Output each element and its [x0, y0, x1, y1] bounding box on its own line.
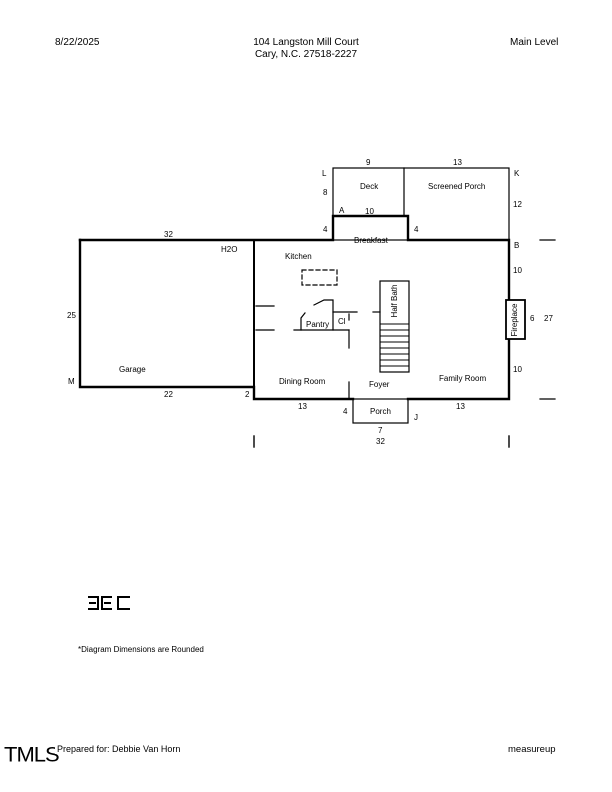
dim-overall-bottom: 32 [376, 437, 385, 446]
room-dining-room: Dining Room [279, 377, 326, 386]
room-porch: Porch [370, 407, 391, 416]
room-garage: Garage [119, 365, 146, 374]
address-line-2: Cary, N.C. 27518-2227 [254, 49, 358, 60]
room-closet: Cl [338, 317, 346, 326]
dim-right-total: 27 [544, 314, 553, 323]
dim-garage-bottom: 22 [164, 390, 173, 399]
dim-deck-left: 8 [323, 188, 328, 197]
room-family-room: Family Room [439, 374, 487, 383]
rounding-note: *Diagram Dimensions are Rounded [78, 645, 204, 654]
label-h2o: H2O [221, 245, 238, 254]
dim-breakfast-left: 4 [323, 225, 328, 234]
brand-name: measureup [508, 744, 556, 755]
dim-breakfast-right: 4 [414, 225, 419, 234]
dim-screened-right: 12 [513, 200, 522, 209]
dim-right-lower: 10 [513, 365, 522, 374]
tmls-logo: TMLS [4, 742, 60, 767]
corner-a: A [339, 206, 345, 215]
room-pantry: Pantry [306, 320, 330, 329]
dim-screened-top: 13 [453, 158, 462, 167]
dim-garage-step: 2 [245, 390, 250, 399]
dim-dining-bottom: 13 [298, 402, 307, 411]
room-half-bath: Half Bath [390, 284, 399, 318]
dec-logo [88, 596, 130, 610]
corner-b: B [514, 241, 520, 250]
dim-deck-top: 9 [366, 158, 371, 167]
corner-k: K [514, 169, 520, 178]
room-foyer: Foyer [369, 380, 390, 389]
dim-garage-left: 25 [67, 311, 76, 320]
room-breakfast: Breakfast [354, 236, 388, 245]
room-kitchen: Kitchen [285, 252, 312, 261]
report-date: 8/22/2025 [55, 37, 100, 48]
dim-porch-left: 4 [343, 407, 348, 416]
corner-j: J [414, 413, 418, 422]
fireplace: Fireplace [510, 303, 519, 337]
corner-l: L [322, 169, 327, 178]
dim-porch-bottom: 7 [378, 426, 383, 435]
level-name: Main Level [510, 37, 559, 48]
dim-family-bottom: 13 [456, 402, 465, 411]
dim-deck-bottom: 10 [365, 207, 374, 216]
prepared-for: Prepared for: Debbie Van Horn [55, 744, 181, 754]
room-deck: Deck [360, 182, 379, 191]
dim-fireplace: 6 [530, 314, 535, 323]
corner-m: M [68, 377, 75, 386]
dim-garage-top: 32 [164, 230, 173, 239]
room-screened-porch: Screened Porch [428, 182, 486, 191]
address-line-1: 104 Langston Mill Court [253, 37, 359, 48]
dim-right-upper: 10 [513, 266, 522, 275]
deck-porch-outline [332, 167, 510, 241]
